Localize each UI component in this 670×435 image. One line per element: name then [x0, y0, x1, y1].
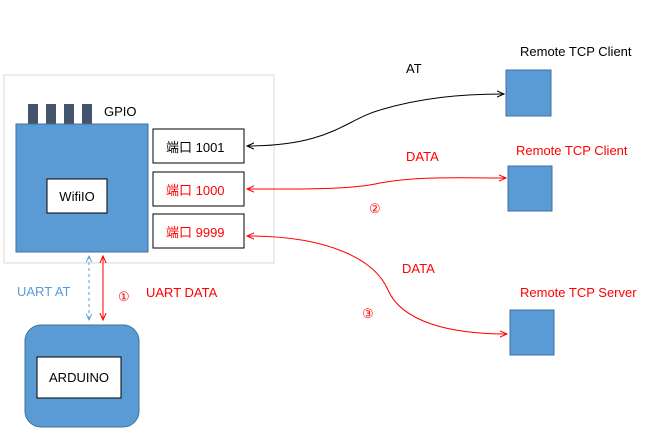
uart-data-label: UART DATA [146, 285, 218, 300]
wifiio-chip [46, 178, 108, 214]
gpio-pin [28, 104, 38, 125]
gpio-pin [82, 104, 92, 125]
port-label-1001: 端口 1001 [166, 140, 225, 155]
wifiio-label: WifiIO [59, 189, 94, 204]
uart-at-label: UART AT [17, 284, 71, 299]
port-label-1000: 端口 1000 [166, 183, 225, 198]
remote-server-label: Remote TCP Server [520, 285, 637, 300]
port-box-9999 [152, 213, 245, 249]
data-link-server-label: DATA [402, 261, 435, 276]
remote-client-2-box [507, 165, 553, 212]
uart-marker: ① [118, 289, 130, 304]
gpio-pin [46, 104, 56, 125]
gpio-pin [64, 104, 74, 125]
arduino-chip [36, 356, 122, 399]
gpio-pins [28, 104, 92, 125]
port-box-1001 [152, 128, 245, 164]
remote-server-box [509, 309, 555, 356]
gpio-label: GPIO [104, 104, 137, 119]
data-link-client-label: DATA [406, 149, 439, 164]
port-label-9999: 端口 9999 [166, 225, 225, 240]
at-link [247, 94, 504, 146]
data-link-client [247, 178, 506, 189]
port-box-1000 [152, 171, 245, 207]
data-link-server-marker: ③ [362, 306, 374, 321]
remote-client-1-label: Remote TCP Client [520, 44, 632, 59]
arduino-label: ARDUINO [49, 370, 109, 385]
data-link-client-marker: ② [369, 201, 381, 216]
remote-client-2-label: Remote TCP Client [516, 143, 628, 158]
at-link-label: AT [406, 61, 422, 76]
data-link-server [247, 236, 507, 334]
remote-client-1-box [505, 69, 552, 117]
